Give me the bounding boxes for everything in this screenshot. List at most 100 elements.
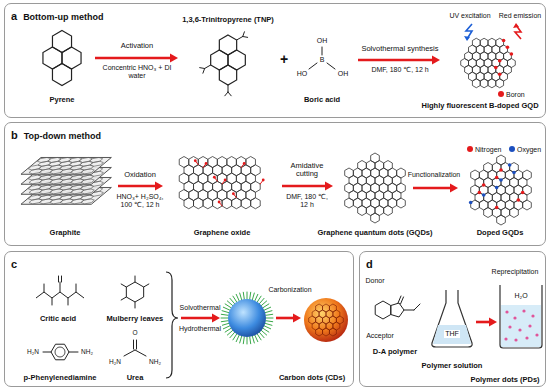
step-name: Amidative cutting xyxy=(281,162,333,179)
step-name: Functionalization xyxy=(407,171,462,179)
donor-ring xyxy=(375,301,391,319)
surface-ligand xyxy=(233,334,237,340)
boric-bond xyxy=(322,47,323,55)
polymer-dot xyxy=(508,325,511,328)
process-arrow xyxy=(118,185,157,188)
pyrene-ring xyxy=(52,64,71,86)
nitro-bond xyxy=(228,92,231,96)
gqd-ring xyxy=(472,79,480,88)
surface-ligand xyxy=(236,294,239,300)
arrow-head xyxy=(432,56,440,65)
process-arrow xyxy=(276,317,295,320)
bond-line xyxy=(135,350,146,356)
surface-ligand xyxy=(243,292,245,299)
atom-label: H₂N xyxy=(108,358,122,365)
nitrogen-dot xyxy=(478,191,482,195)
dnj-bond xyxy=(135,302,136,308)
arrow-head xyxy=(170,54,178,63)
nitrogen-dot xyxy=(482,183,486,187)
step-name: Reprecipitation xyxy=(491,268,540,276)
process-arrow xyxy=(476,321,491,324)
boric-bond xyxy=(327,63,335,69)
graphite-layer xyxy=(21,157,111,174)
bond-line xyxy=(404,310,414,311)
atom-label: NH₂ xyxy=(148,358,162,365)
surface-ligand xyxy=(252,293,254,300)
dnj-bond xyxy=(121,284,126,287)
uv-bolt-head xyxy=(464,36,470,41)
surface-ligand xyxy=(265,323,272,325)
atom-label: H₂N xyxy=(26,348,40,355)
atom-label: NH₂ xyxy=(80,348,94,355)
legend-text: Boron xyxy=(506,91,525,98)
go-ring xyxy=(203,198,213,209)
arrow-head xyxy=(325,182,333,191)
gqd-ring xyxy=(384,206,393,216)
unit-label: Acceptor xyxy=(365,332,395,340)
gqd-ring xyxy=(371,213,380,223)
material-name: Doped GQDs xyxy=(476,229,525,237)
gqd-ring xyxy=(397,198,406,208)
legend-swatch xyxy=(498,91,504,97)
carbon-core-ring xyxy=(323,328,330,336)
bond-line xyxy=(124,350,135,356)
surface-ligand xyxy=(223,326,229,329)
oxygen-dot xyxy=(499,178,503,182)
aromatic-circle xyxy=(55,347,65,357)
material-name: Graphene quantum dots (GQDs) xyxy=(317,229,434,237)
material-name: Polymer solution xyxy=(421,362,484,370)
doped-gqd-ring xyxy=(523,200,532,210)
unit-label: Donor xyxy=(365,277,386,285)
go-ring xyxy=(222,198,232,209)
legend-item: Nitrogen xyxy=(466,146,502,153)
process-arrow xyxy=(358,59,434,62)
polymer-dot xyxy=(531,314,534,317)
surface-ligand xyxy=(223,307,229,310)
doped-gqd-ring xyxy=(510,208,519,218)
atom-label: O xyxy=(132,329,139,336)
boric-bond xyxy=(309,63,317,69)
process-arrow xyxy=(95,57,172,60)
legend-text: Nitrogen xyxy=(475,146,501,153)
merge-brace xyxy=(166,272,178,378)
bond-line xyxy=(61,276,62,282)
bond-line xyxy=(68,298,69,305)
atom-label: B xyxy=(319,56,326,64)
graphite-sheet xyxy=(21,157,111,174)
bond-line xyxy=(414,304,420,310)
oxygen-dot xyxy=(194,159,197,162)
surface-ligand xyxy=(257,296,261,302)
legend-item: Boron xyxy=(497,91,526,98)
compound-name: Boric acid xyxy=(303,96,341,104)
go-ring xyxy=(241,198,251,209)
precursor-name: p-Phenylenediamine xyxy=(23,374,98,382)
go-ring xyxy=(232,198,242,209)
surface-ligand xyxy=(266,314,273,316)
polymer-dot xyxy=(504,337,507,340)
precursor-name: Mulberry leaves xyxy=(106,315,165,323)
surface-ligand xyxy=(266,318,273,319)
surface-ligand xyxy=(227,330,232,335)
go-ring xyxy=(184,198,194,209)
gqd-ring xyxy=(480,79,488,88)
arrow-head xyxy=(450,184,458,193)
go-ring xyxy=(213,198,223,209)
dnj-bond xyxy=(135,276,136,282)
surface-ligand xyxy=(230,298,235,303)
arrow-head xyxy=(155,182,163,191)
material-name: D-A polymer xyxy=(372,348,418,356)
oxygen-dot xyxy=(213,176,216,179)
water xyxy=(501,305,541,347)
nitro-bond xyxy=(200,67,205,69)
nitrogen-dot xyxy=(495,176,499,180)
graphite-ring xyxy=(79,179,95,184)
solvent-label: H₂O xyxy=(513,292,528,300)
legend-swatch xyxy=(467,146,473,152)
boron-dot xyxy=(498,59,502,63)
polymer-dot xyxy=(522,309,525,312)
surface-ligand xyxy=(261,330,266,335)
polymer-dot xyxy=(518,328,521,331)
arrow-head xyxy=(212,314,220,323)
nitrogen-dot xyxy=(499,168,503,172)
